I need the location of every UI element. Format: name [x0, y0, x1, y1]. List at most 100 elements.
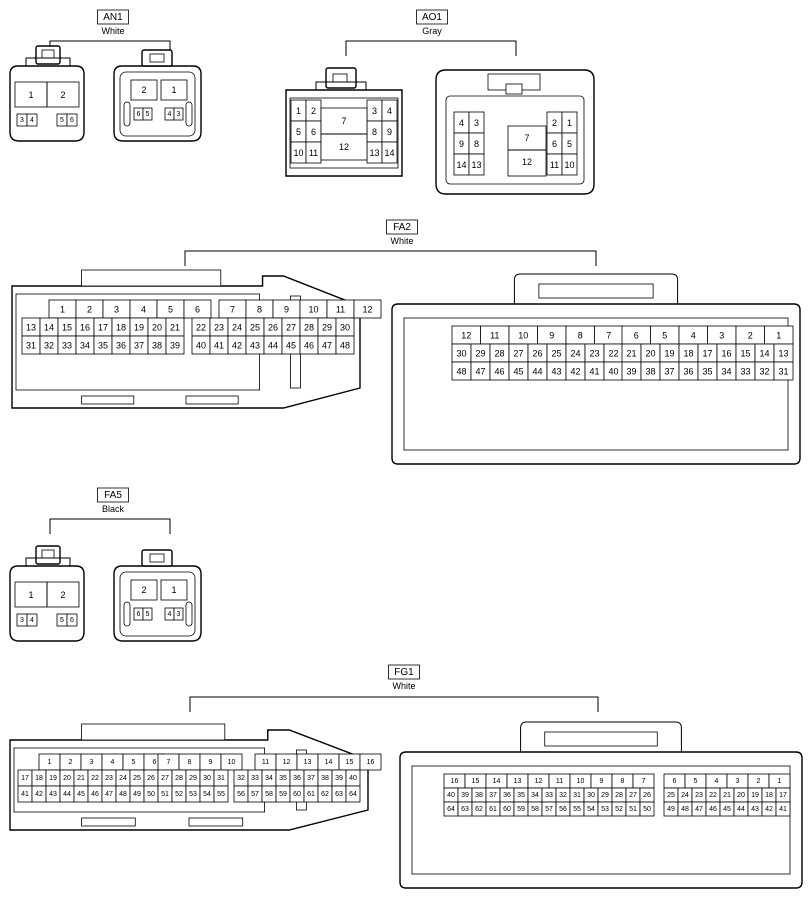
pin-label: 59 — [279, 791, 287, 798]
pin-cell: 9 — [199, 753, 222, 771]
pin-cell: 37 — [659, 361, 680, 381]
pin-label: 15 — [346, 759, 354, 766]
connector-tag — [97, 9, 129, 25]
pin-label: 56 — [559, 806, 567, 813]
pin-label: 25 — [133, 775, 141, 782]
connector-color: White — [390, 236, 413, 246]
pin-cell: 26 — [263, 317, 283, 337]
pin-cell: 59 — [513, 801, 529, 817]
pin-label: 20 — [645, 349, 655, 359]
pin-label: 24 — [119, 775, 127, 782]
pin-label: 35 — [517, 792, 525, 799]
pin-cell: 44 — [733, 801, 749, 817]
pin-label: 20 — [737, 792, 745, 799]
pin-label: 11 — [309, 148, 318, 158]
pin-label: 48 — [456, 367, 466, 377]
pin-label: 32 — [759, 367, 769, 377]
pin-label: 2 — [757, 778, 761, 785]
pin-label: 39 — [170, 341, 180, 351]
pin-label: 16 — [367, 759, 375, 766]
pin-cell: 2 — [305, 99, 322, 122]
pin-label: 64 — [447, 806, 455, 813]
pin-label: 24 — [681, 792, 689, 799]
pin-label: 19 — [49, 775, 57, 782]
pin-cell: 50 — [639, 801, 655, 817]
pin-cell: 10 — [508, 325, 538, 345]
pin-cell: 10 — [299, 299, 328, 319]
pin-cell: 5 — [650, 325, 680, 345]
pin-cell: 1 — [38, 753, 61, 771]
pin-label: 19 — [664, 349, 674, 359]
pin-label: 23 — [695, 792, 703, 799]
pin-cell: 9 — [272, 299, 301, 319]
top-rib — [81, 269, 222, 287]
pin-cell: 9 — [537, 325, 567, 345]
pin-label: 28 — [304, 323, 314, 333]
pin-label: 1 — [28, 590, 33, 600]
connector-id: FG1 — [394, 667, 414, 678]
pin-cell: 14 — [381, 141, 398, 164]
pin-label: 32 — [237, 775, 245, 782]
pin-cell: 5 — [142, 107, 153, 121]
pin-label: 42 — [232, 341, 242, 351]
bracket-line — [345, 40, 517, 56]
pin-cell: 48 — [115, 785, 131, 803]
pin-cell: 14 — [39, 317, 59, 337]
pin-cell: 61 — [485, 801, 501, 817]
pin-cell: 3 — [173, 107, 184, 121]
pin-label: 51 — [161, 791, 169, 798]
pin-cell: 11 — [254, 753, 277, 771]
pin-label: 33 — [545, 792, 553, 799]
pin-cell: 25 — [546, 343, 567, 363]
pin-cell: 23 — [209, 317, 229, 337]
pin-label: 63 — [335, 791, 343, 798]
pin-cell: 38 — [471, 787, 487, 803]
bracket-line — [184, 250, 597, 266]
pin-cell: 16 — [75, 317, 95, 337]
pin-cell: 39 — [331, 769, 347, 787]
pin-label: 36 — [503, 792, 511, 799]
pin-label: 13 — [304, 759, 312, 766]
pin-label: 3 — [90, 759, 94, 766]
latch-slot — [544, 731, 658, 747]
pin-label: 1 — [171, 585, 176, 595]
pin-cell: 3 — [726, 773, 749, 789]
pin-cell: 38 — [147, 335, 167, 355]
connector-color: White — [392, 681, 415, 691]
pin-cell: 35 — [513, 787, 529, 803]
pin-label: 2 — [87, 305, 92, 315]
pin-cell: 4 — [381, 99, 398, 122]
pin-cell: 18 — [31, 769, 47, 787]
pin-label: 4 — [30, 617, 34, 624]
pin-label: 5 — [146, 111, 150, 118]
pin-cell: 26 — [639, 787, 655, 803]
pin-label: 21 — [77, 775, 85, 782]
pin-label: 48 — [119, 791, 127, 798]
pin-label: 24 — [232, 323, 242, 333]
pin-label: 36 — [683, 367, 693, 377]
pin-cell: 61 — [303, 785, 319, 803]
pin-cell: 51 — [625, 801, 641, 817]
pin-label: 62 — [475, 806, 483, 813]
pin-label: 40 — [196, 341, 206, 351]
pin-cell: 6 — [66, 613, 78, 627]
pin-cell: 22 — [603, 343, 624, 363]
side-lock — [185, 601, 193, 627]
pin-cell: 32 — [555, 787, 571, 803]
pin-label: 1 — [296, 106, 301, 116]
pin-label: 10 — [518, 331, 528, 341]
pin-label: 25 — [250, 323, 260, 333]
latch-slot — [41, 49, 55, 59]
pin-label: 20 — [63, 775, 71, 782]
connector-tag — [386, 219, 418, 235]
pin-label: 27 — [513, 349, 523, 359]
pin-cell: 20 — [640, 343, 661, 363]
pin-label: 34 — [531, 792, 539, 799]
pin-cell: 22 — [705, 787, 721, 803]
pin-label: 26 — [268, 323, 278, 333]
pin-cell: 8 — [468, 132, 485, 155]
pin-label: 46 — [91, 791, 99, 798]
